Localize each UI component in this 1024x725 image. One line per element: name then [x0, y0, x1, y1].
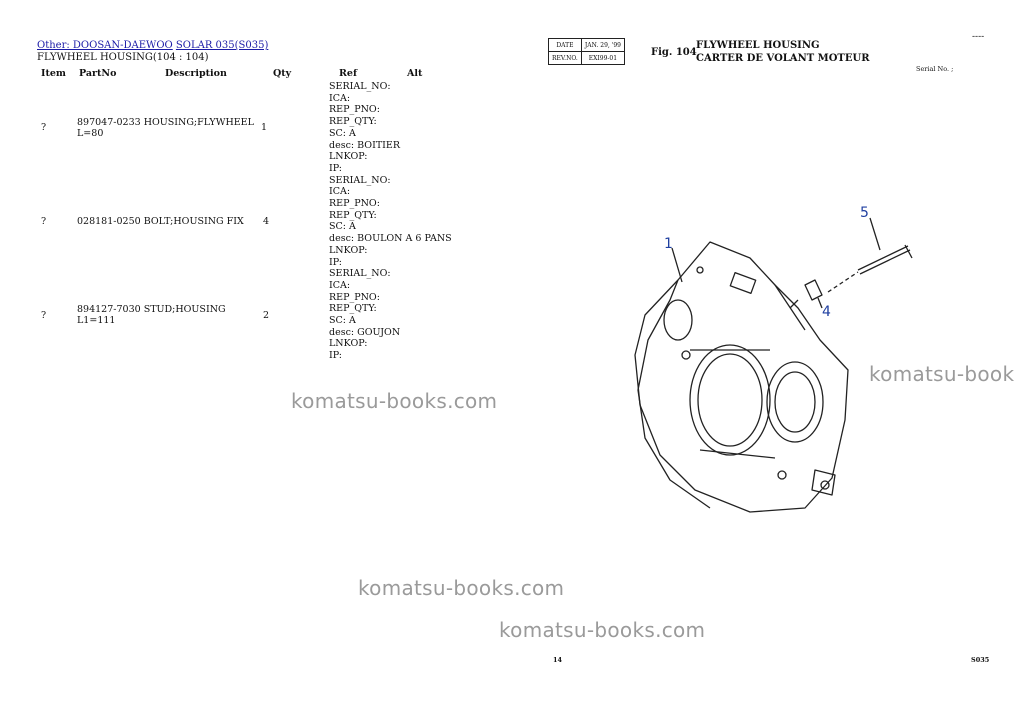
cell-qty: 2	[263, 309, 270, 321]
callout-leader-4	[817, 297, 823, 309]
date-label: DATE	[548, 38, 582, 52]
col-partno: PartNo	[79, 68, 117, 79]
figure-title: FLYWHEEL HOUSING CARTER DE VOLANT MOTEUR	[696, 39, 870, 65]
table-row: ? 894127-7030 STUD;HOUSING L1=111 2 SERI…	[37, 268, 454, 362]
col-item: Item	[41, 68, 66, 79]
flywheel-housing-drawing: 1 4 5	[634, 205, 913, 513]
bolt-hole	[820, 480, 830, 490]
figure-title-fr: CARTER DE VOLANT MOTEUR	[696, 53, 870, 64]
cell-partno: 894127-7030	[77, 304, 141, 316]
col-alt: Alt	[406, 68, 423, 79]
parts-table: Item PartNo Description Qty Ref Alt ? 89…	[37, 66, 454, 362]
starter-flange	[766, 361, 824, 443]
model-code: S035	[971, 656, 990, 664]
cell-description: STUD;HOUSING L1=111	[77, 304, 226, 327]
cell-partno-desc: 897047-0233 HOUSING;FLYWHEEL L=80	[75, 81, 261, 175]
figure-number: Fig. 104	[651, 47, 697, 58]
stud-leader	[827, 271, 859, 293]
callout-5: 5	[860, 205, 869, 221]
housing-bore	[689, 344, 771, 456]
cell-partno: 897047-0233	[77, 116, 141, 128]
date-value: JAN. 29, '99	[580, 38, 625, 52]
breadcrumb-link-model[interactable]: SOLAR 035(S035)	[175, 40, 269, 51]
cell-partno-desc: 028181-0250 BOLT;HOUSING FIX	[75, 175, 261, 269]
col-qty: Qty	[273, 68, 292, 79]
watermark: komatsu-book	[869, 362, 1015, 386]
cell-qty: 1	[261, 122, 268, 134]
callout-leader-1	[671, 247, 683, 283]
lower-flange	[811, 469, 836, 496]
cell-partno: 028181-0250	[77, 215, 141, 227]
watermark: komatsu-books.com	[358, 576, 565, 600]
stud-part	[857, 244, 913, 275]
table-row: ? 897047-0233 HOUSING;FLYWHEEL L=80 1 SE…	[37, 81, 454, 175]
bolt-part	[789, 279, 823, 309]
callout-4: 4	[822, 304, 831, 320]
page-subtitle: FLYWHEEL HOUSING(104 : 104)	[37, 52, 209, 63]
figure-title-en: FLYWHEEL HOUSING	[696, 40, 820, 51]
watermark: komatsu-books.com	[499, 618, 706, 642]
upper-port	[663, 299, 693, 341]
callout-1: 1	[664, 236, 673, 252]
bolt-hole	[681, 350, 691, 360]
col-description: Description	[165, 68, 227, 79]
cell-item: ?	[41, 122, 47, 134]
serial-label: Serial No. ;	[916, 65, 954, 73]
corner-dash: ----	[972, 32, 985, 42]
housing-bore-inner	[697, 353, 763, 447]
bolt-hole	[696, 266, 704, 274]
rev-value: EXI99-01	[580, 51, 625, 65]
watermark: komatsu-books.com	[291, 389, 498, 413]
table-header-row: Item PartNo Description Qty Ref Alt	[37, 66, 454, 81]
rev-label: REV.NO.	[548, 51, 582, 65]
table-row: ? 028181-0250 BOLT;HOUSING FIX 4 SERIAL_…	[37, 175, 454, 269]
housing-back-rim	[637, 279, 711, 509]
cell-item: ?	[41, 215, 47, 227]
cell-ref: SERIAL_NO: ICA: REP_PNO: REP_QTY: SC: A …	[329, 81, 400, 174]
cell-description: BOLT;HOUSING FIX	[143, 215, 244, 227]
page-number: 14	[553, 656, 563, 664]
bolt-hole	[777, 470, 787, 480]
breadcrumb-link-make[interactable]: Other: DOOSAN-DAEWOO	[37, 40, 173, 51]
cell-ref: SERIAL_NO: ICA: REP_PNO: REP_QTY: SC: A …	[329, 268, 401, 362]
cell-item: ?	[41, 309, 47, 321]
breadcrumb: Other: DOOSAN-DAEWOO SOLAR 035(S035)	[37, 40, 268, 51]
cell-description: HOUSING;FLYWHEEL L=80	[77, 116, 254, 139]
callout-leader-5	[869, 217, 881, 251]
col-ref: Ref	[339, 68, 358, 79]
mount-pad-top	[729, 272, 757, 294]
cell-ref: SERIAL_NO: ICA: REP_PNO: REP_QTY: SC: A …	[329, 174, 452, 268]
cell-qty: 4	[263, 215, 270, 227]
starter-flange-inner	[774, 371, 816, 433]
cell-partno-desc: 894127-7030 STUD;HOUSING L1=111	[75, 268, 261, 362]
